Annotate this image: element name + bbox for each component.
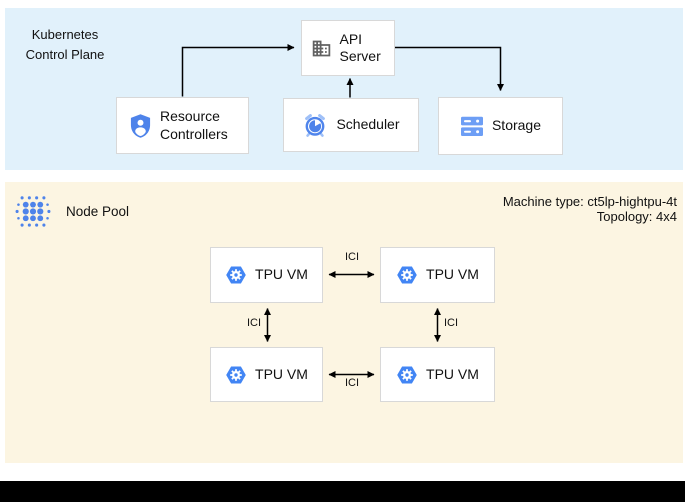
- bottom-bar: [0, 481, 685, 502]
- topology-text: Topology: 4x4: [596, 209, 677, 224]
- ici-label-bottom: ICI: [344, 377, 360, 389]
- tpu-vm-label: TPU VM: [426, 365, 479, 382]
- tpu-vm-label: TPU VM: [255, 365, 308, 382]
- tpu-vm-box-top-left: TPU VM: [210, 247, 323, 303]
- building-icon: [312, 40, 330, 56]
- scheduler-label: Scheduler: [336, 116, 400, 133]
- machine-type-text: Machine type: ct5lp-hightpu-4t: [502, 194, 677, 209]
- api-server-label: API Server: [339, 30, 381, 65]
- node-pool-panel: [5, 182, 683, 463]
- hexagon-gear-icon: [397, 266, 417, 284]
- tpu-vm-box-bottom-right: TPU VM: [380, 347, 495, 402]
- api-server-box: API Server: [301, 20, 395, 76]
- ici-label-left: ICI: [246, 317, 261, 329]
- storage-box: Storage: [438, 97, 563, 155]
- tpu-vm-label: TPU VM: [255, 266, 308, 283]
- storage-disks-icon: [460, 116, 483, 136]
- hexagon-gear-icon: [226, 266, 246, 284]
- hexagon-gear-icon: [226, 366, 246, 383]
- tpu-vm-box-bottom-left: TPU VM: [210, 347, 323, 402]
- control-plane-title: Kubernetes Control Plane: [25, 27, 105, 63]
- resource-controllers-box: Resource Controllers: [116, 97, 249, 154]
- shield-user-icon: [130, 113, 151, 138]
- storage-label: Storage: [491, 117, 542, 134]
- ici-label-top: ICI: [344, 251, 360, 263]
- ici-label-right: ICI: [444, 317, 459, 329]
- tpu-vm-label: TPU VM: [426, 266, 479, 283]
- tpu-vm-box-top-right: TPU VM: [380, 247, 495, 303]
- scheduler-box: Scheduler: [283, 98, 419, 152]
- resource-controllers-label: Resource Controllers: [160, 108, 228, 142]
- alarm-clock-icon: [305, 114, 326, 137]
- hexagon-gear-icon: [397, 366, 417, 383]
- node-pool-title: Node Pool: [66, 204, 130, 219]
- dots-cluster-icon: [15, 196, 51, 227]
- node-pool-meta: Machine type: ct5lp-hightpu-4t Topology:…: [503, 194, 677, 224]
